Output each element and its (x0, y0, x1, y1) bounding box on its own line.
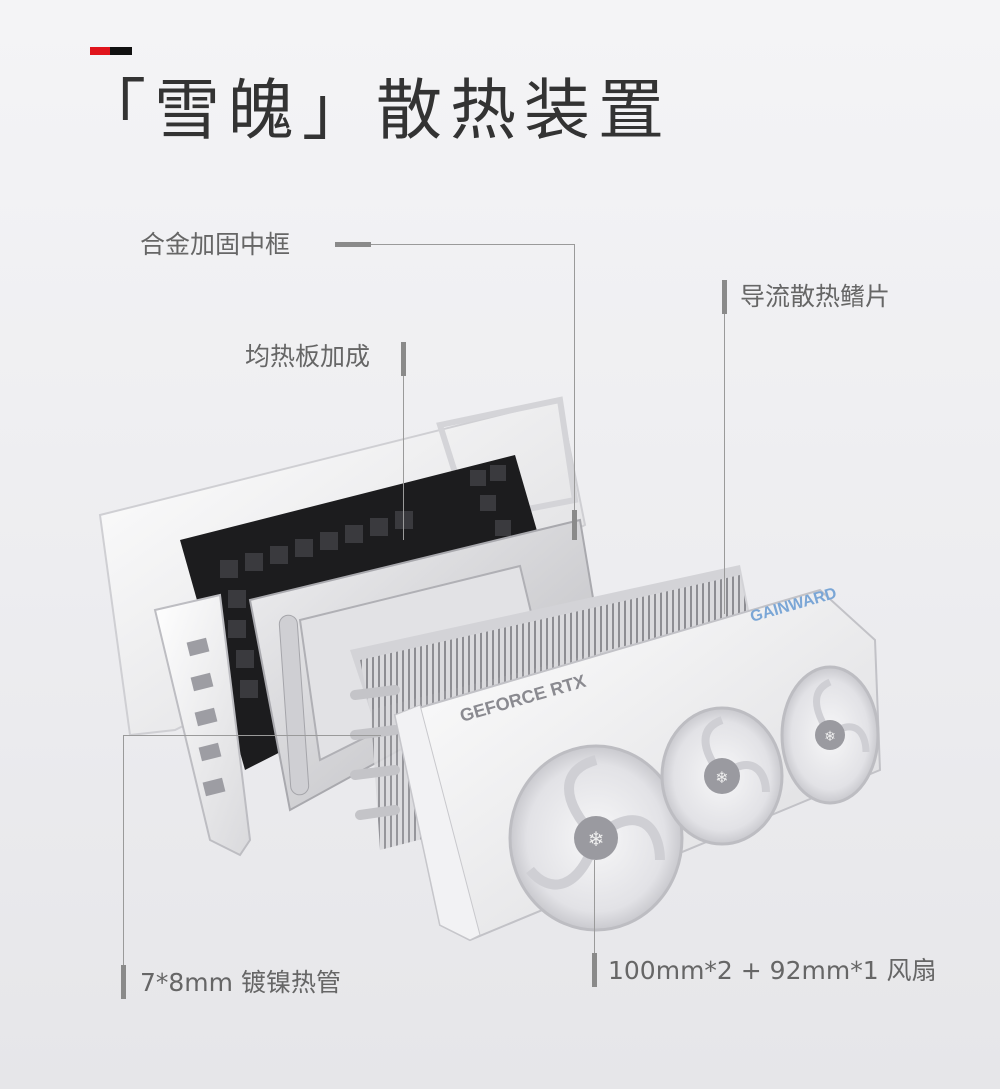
callout-frame-end (572, 510, 577, 540)
callout-fins-line (724, 314, 725, 614)
callout-frame-label: 合金加固中框 (140, 230, 291, 259)
io-bracket (153, 593, 252, 857)
accent-black (110, 47, 132, 55)
callout-heatpipe-line-v (123, 735, 124, 965)
fan-center: ❄ (660, 706, 784, 846)
accent-mark (90, 47, 132, 55)
snowflake-icon: ❄ (715, 768, 728, 787)
callout-vapor-label: 均热板加成 (245, 342, 371, 371)
page-title: 「雪魄」散热装置 (80, 72, 672, 149)
callout-vapor-tab (401, 342, 406, 376)
callout-fins-tab (722, 280, 727, 314)
snowflake-icon: ❄ (588, 827, 605, 851)
accent-red (90, 47, 110, 55)
callout-vapor-line (403, 376, 404, 540)
callout-frame-line-v (574, 244, 575, 520)
callout-frame-tab (335, 242, 371, 247)
heatpipes (350, 685, 400, 820)
callout-heatpipe-label: 7*8mm 镀镍热管 (140, 968, 341, 997)
fan-left: ❄ (508, 744, 684, 932)
callout-heatpipe-tab (121, 965, 126, 999)
snowflake-icon: ❄ (824, 729, 836, 745)
callout-fans-label: 100mm*2 + 92mm*1 风扇 (608, 956, 937, 985)
callout-fins-label: 导流散热鳍片 (740, 282, 891, 311)
callout-fans-line (594, 860, 595, 958)
fan-right: ❄ (780, 665, 880, 805)
callout-frame-line-h (371, 244, 575, 245)
callout-fans-tab (592, 953, 597, 987)
callout-heatpipe-line-h (123, 735, 381, 736)
